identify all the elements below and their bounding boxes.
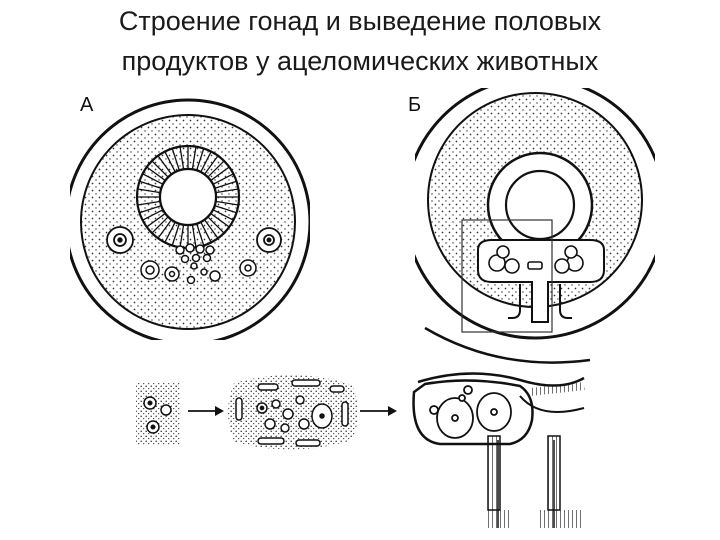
figure-label-b: Б	[408, 94, 421, 117]
gonad-stage-2	[228, 375, 358, 450]
gonad-stage-3-with-ducts	[414, 373, 584, 528]
figure-label-a: А	[80, 94, 93, 117]
figure-b-cross-section	[405, 78, 665, 338]
arrow-2	[360, 406, 397, 416]
gonad-stage-1	[136, 383, 180, 445]
figure-a-cross-section	[66, 100, 310, 344]
arrow-1	[188, 406, 224, 416]
